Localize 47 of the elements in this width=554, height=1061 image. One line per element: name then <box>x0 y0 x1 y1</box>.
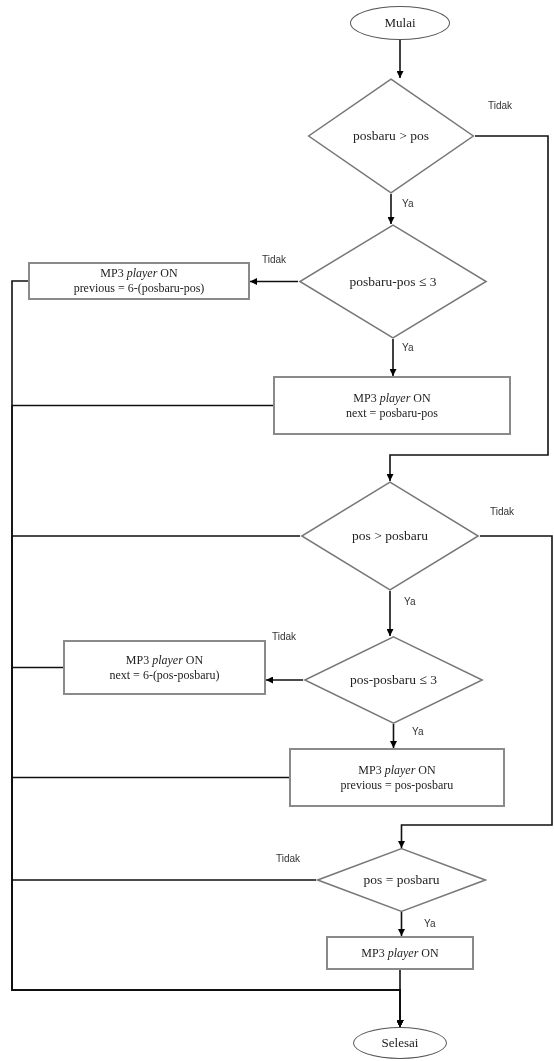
decision-diamond <box>298 224 488 339</box>
connector-arrow <box>398 535 553 849</box>
decision-diamond <box>316 848 487 912</box>
connector-arrow <box>389 338 397 377</box>
node-text: MP3 player ON <box>358 762 436 778</box>
edge-label: Tidak <box>272 631 297 642</box>
node-text: MP3 player ON <box>125 652 204 668</box>
connector-arrow <box>386 135 549 482</box>
process-box <box>273 376 511 435</box>
connector-arrow <box>390 723 397 749</box>
connector-arrow <box>398 911 405 937</box>
edge-label: Ya <box>402 342 414 353</box>
node-text: MP3 player ON <box>100 266 178 281</box>
node-text: pos = posbaru <box>363 872 440 888</box>
edge-label: Tidak <box>262 254 287 265</box>
edge-label: Tidak <box>276 853 301 864</box>
node-text: posbaru > pos <box>353 128 429 144</box>
node-text: MP3 player ON <box>361 945 439 961</box>
edge-label: Ya <box>412 726 424 737</box>
node-text: pos > posbaru <box>352 528 428 544</box>
connector-arrow <box>396 969 404 1028</box>
node-text: Selesai <box>381 1035 419 1051</box>
decision-diamond <box>307 78 475 194</box>
node-subtext: next = posbaru-pos <box>345 405 439 421</box>
edge-label: Ya <box>404 596 416 607</box>
node-text: Mulai <box>384 15 416 31</box>
connector-arrow <box>265 676 304 684</box>
connector-arrow <box>386 590 394 637</box>
node-subtext: next = 6-(pos-posbaru) <box>109 667 220 683</box>
node-subtext: previous = 6-(posbaru-pos) <box>73 281 205 296</box>
node-subtext: previous = pos-posbaru <box>340 777 454 793</box>
decision-diamond <box>300 481 480 591</box>
edge-label: Tidak <box>488 100 513 111</box>
decision-diamond <box>303 636 484 724</box>
connector-arrow <box>387 193 395 225</box>
process-box <box>28 262 250 300</box>
connector-arrow <box>396 39 404 79</box>
connector-arrow <box>249 278 299 285</box>
node-text: pos-posbaru ≤ 3 <box>350 672 437 688</box>
edge-label: Ya <box>402 198 414 209</box>
process-box <box>289 748 505 807</box>
node-text: posbaru-pos ≤ 3 <box>349 273 437 290</box>
edge-label: Ya <box>424 918 436 929</box>
edge-label: Tidak <box>490 506 515 517</box>
process-box <box>63 640 266 695</box>
node-text: MP3 player ON <box>353 390 431 406</box>
process-box <box>326 936 474 970</box>
